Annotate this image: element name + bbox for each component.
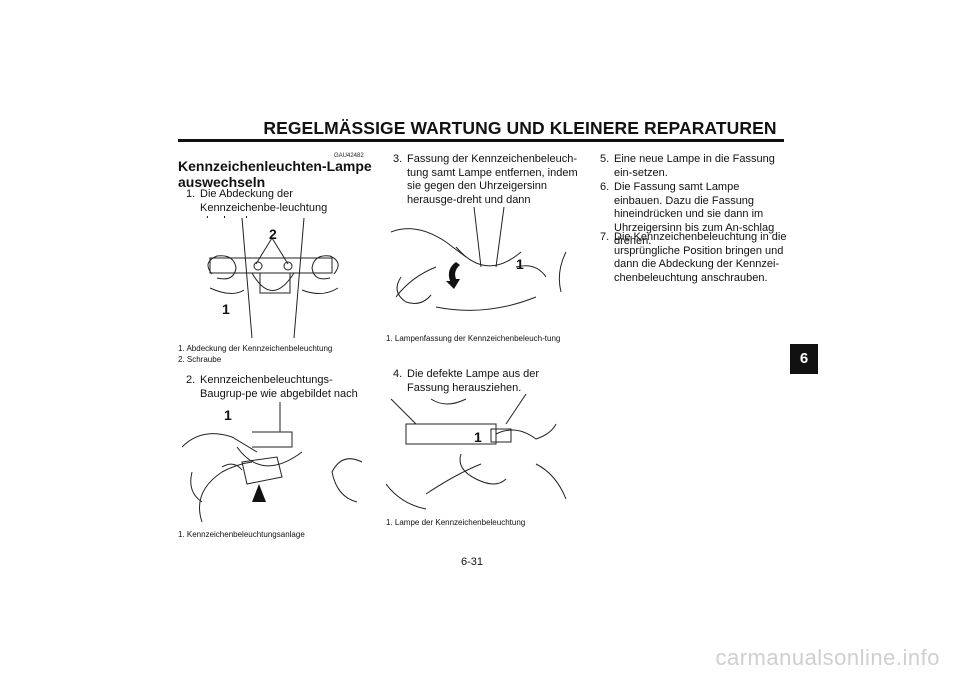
figure-2: 1 [182,402,364,524]
callout-1: 1 [222,301,230,317]
figure-2-illustration: 1 [182,402,363,523]
section-title-line-1: Kennzeichenleuchten-Lampe [178,158,372,174]
figure-4-illustration: 1 [386,394,567,510]
callout-2: 2 [269,226,277,242]
step-number: 1. [186,188,196,200]
figure-4: 1 [386,394,576,514]
step-text: Die Kennzeichenbeleuchtung in die ursprü… [614,231,787,284]
step-5: 5. Eine neue Lampe in die Fassung ein-se… [600,153,788,180]
step-number: 2. [186,374,196,386]
section-title-line-2: auswechseln [178,174,266,190]
figure-3-illustration: 1 [390,207,567,311]
step-number: 4. [393,368,403,380]
title-rule [178,139,784,142]
page-number: 6-31 [461,556,484,568]
step-number: 3. [393,153,403,165]
step-6: 6. Die Fassung samt Lampe einbauen. Dazu… [600,181,788,249]
figure-1-illustration: 2 1 [207,218,339,339]
step-text: Die Fassung samt Lampe einbauen. Dazu di… [614,181,775,247]
figure-3: 1 [386,207,576,329]
figure-1-caption-1: 1. Abdeckung der Kennzeichenbeleuchtung [178,344,333,353]
step-number: 7. [600,231,610,243]
figure-3-caption-1: 1. Lampenfassung der Kennzeichenbeleuch-… [386,334,561,343]
page-title: REGELMÄSSIGE WARTUNG UND KLEINERE REPARA… [263,118,777,138]
step-number: 5. [600,153,610,165]
callout-1: 1 [224,407,232,423]
figure-1-caption-2: 2. Schraube [178,355,222,364]
figure-4-caption-1: 1. Lampe der Kennzeichenbeleuchtung [386,518,526,527]
step-text: Eine neue Lampe in die Fassung ein-setze… [614,153,775,179]
figure-2-caption-1: 1. Kennzeichenbeleuchtungsanlage [178,530,305,539]
callout-1: 1 [474,429,482,445]
step-4: 4. Die defekte Lampe aus der Fassung her… [393,368,581,395]
step-text: Die defekte Lampe aus der Fassung heraus… [407,368,540,394]
section-code: GAU42482 [334,153,364,159]
step-7: 7. Die Kennzeichenbeleuchtung in die urs… [600,231,788,285]
chapter-tab: 6 [790,344,818,374]
step-number: 6. [600,181,610,193]
callout-1: 1 [516,256,524,272]
figure-1: 2 1 [182,218,364,340]
section-title: Kennzeichenleuchten-Lampe auswechseln [178,158,378,190]
watermark: carmanualsonline.info [715,645,940,670]
